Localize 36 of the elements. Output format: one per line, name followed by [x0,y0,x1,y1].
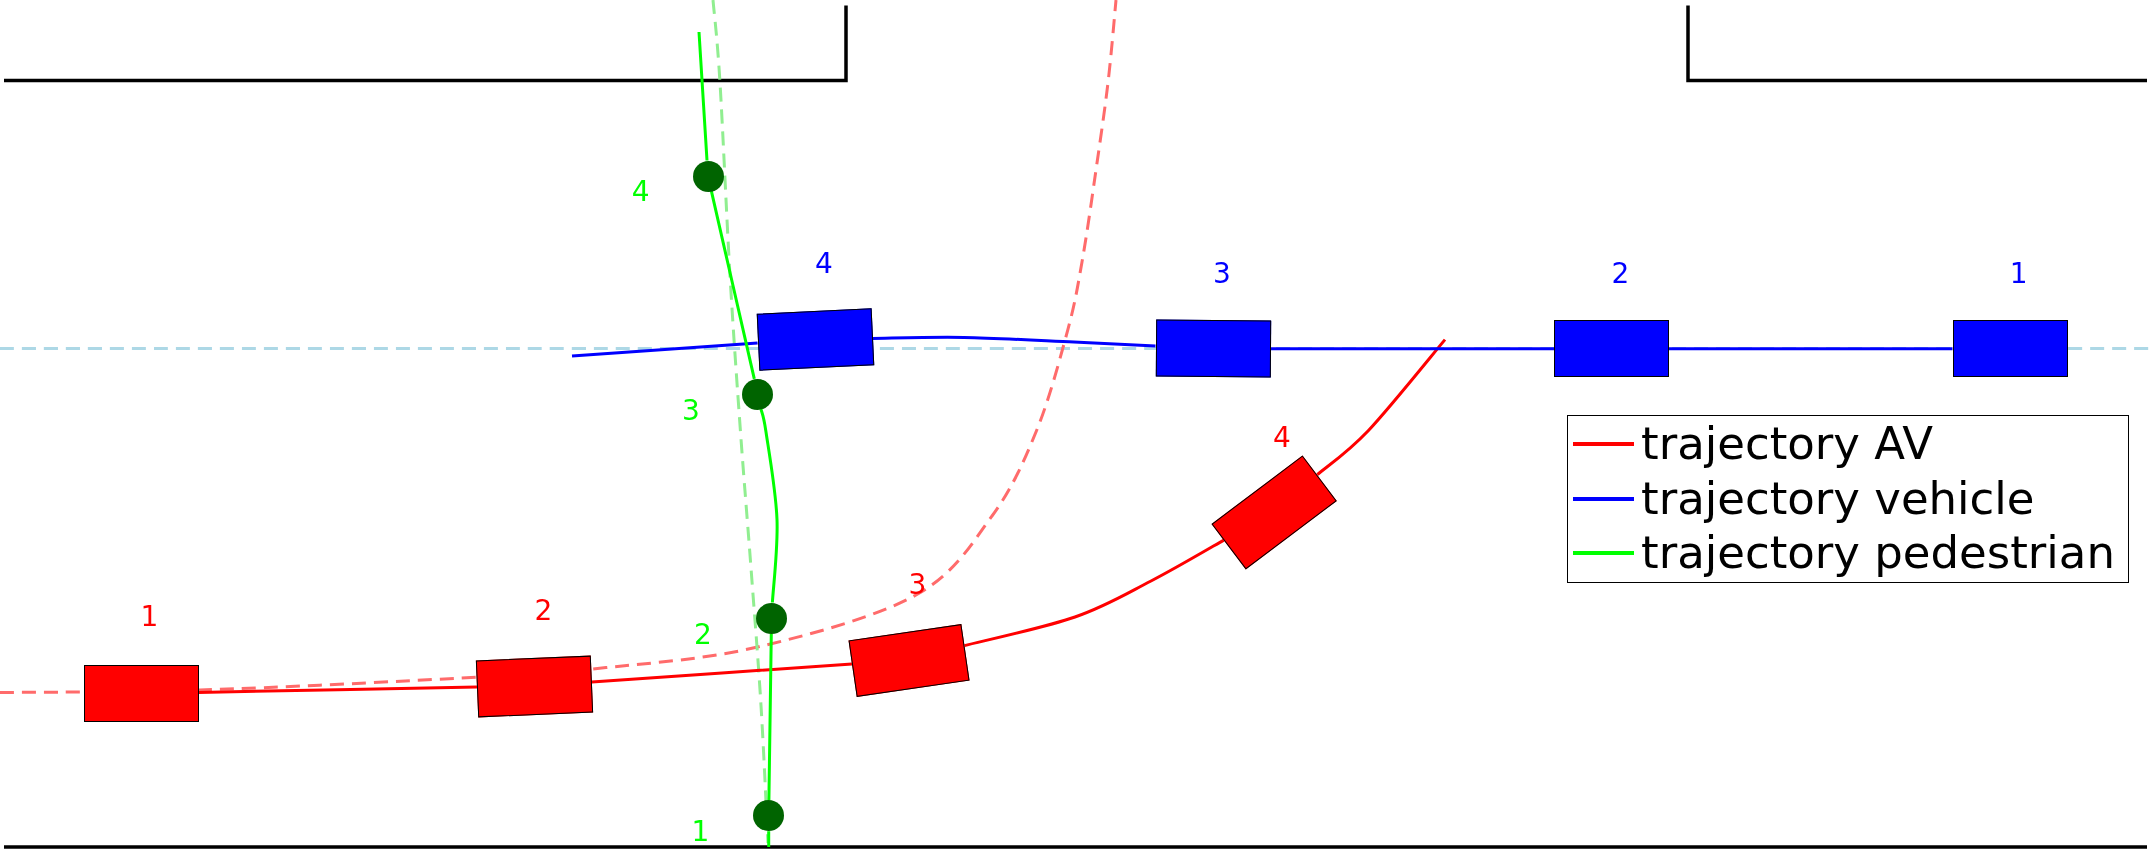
trajectory-line [709,190,756,380]
trajectory-line [697,31,709,161]
pedestrian-dot [692,160,724,192]
car-rectangle [83,665,199,722]
step-number: 3 [1213,260,1231,288]
trajectory-line [767,633,773,801]
step-number: 1 [140,603,159,631]
car-rectangle [756,307,874,371]
car-rectangle [1952,320,2068,378]
trajectory-line [964,538,1225,648]
legend-label: trajectory AV [1641,417,1933,472]
step-number: 4 [1273,424,1291,452]
step-number: 2 [1611,260,1630,288]
trajectory-line [1270,347,1554,351]
step-number: 4 [631,177,650,206]
legend-label: trajectory vehicle [1641,471,2035,526]
step-number: 1 [2009,260,2028,288]
step-number: 1 [691,817,710,846]
pedestrian-dot [756,602,787,634]
trajectory-line [1669,347,1953,351]
pedestrian-dot [742,378,774,410]
legend-label: trajectory pedestrian [1641,526,2115,581]
trajectory-line [571,341,758,358]
pedestrian-dot [753,800,785,832]
step-number: 4 [815,250,833,278]
car-rectangle [1155,319,1271,378]
trajectory-line [1316,338,1447,476]
step-number: 2 [694,620,712,649]
trajectory-line [759,408,779,603]
step-number: 3 [908,571,927,599]
step-number: 2 [534,596,553,625]
trajectory-line [872,335,1156,348]
step-number: 3 [682,397,700,425]
trajectory-line [767,831,771,847]
car-rectangle [1554,320,1669,378]
car-rectangle [475,655,594,717]
